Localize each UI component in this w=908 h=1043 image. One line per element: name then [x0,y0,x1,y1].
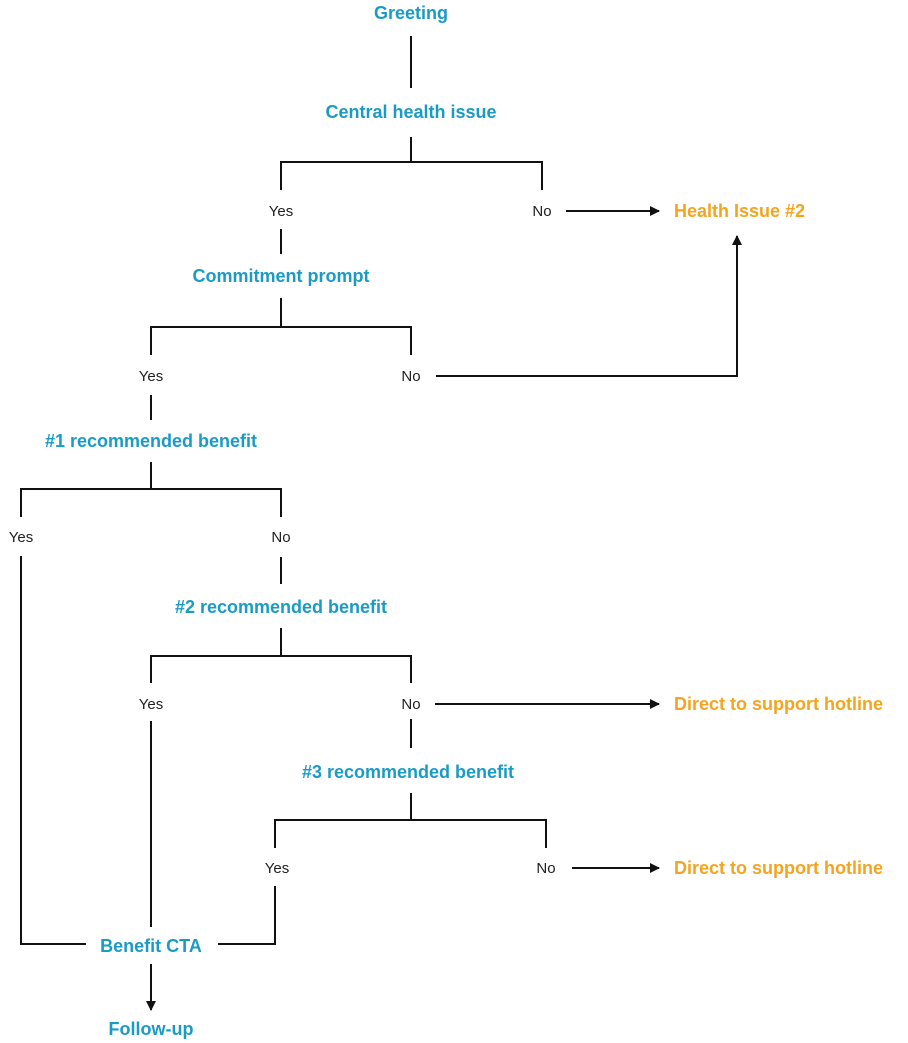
branch-benefit1-no [151,488,282,517]
answer-no: No [401,696,420,713]
branch-commitment-no [281,326,412,355]
branch-central-issue-no [411,161,543,190]
branch-benefit3 [274,793,412,848]
node-follow-up: Follow-up [109,1019,194,1039]
node-benefit-2: #2 recommended benefit [175,597,387,617]
node-benefit-cta: Benefit CTA [100,936,202,956]
answer-yes: Yes [9,529,33,546]
node-central-health-issue: Central health issue [325,102,496,122]
answer-yes: Yes [269,203,293,220]
branch-benefit2 [150,628,282,683]
branch-benefit1 [20,462,152,517]
answer-no: No [532,203,551,220]
node-benefit-1: #1 recommended benefit [45,431,257,451]
answer-yes: Yes [139,368,163,385]
outcome-health-issue-2: Health Issue #2 [674,201,805,221]
outcome-support-hotline-1: Direct to support hotline [674,694,883,714]
branch-benefit2-no [281,655,412,683]
answer-yes: Yes [265,860,289,877]
outcome-nodes: Health Issue #2 Direct to support hotlin… [674,201,883,878]
arrow-no-to-health-issue-2-up [436,235,742,377]
answer-no: No [271,529,290,546]
branch-benefit3-no [411,819,547,848]
outcome-support-hotline-2: Direct to support hotline [674,858,883,878]
branch-commitment [150,298,282,355]
step-nodes: Greeting Central health issue Commitment… [45,3,514,1039]
connector-benefit3-yes-to-cta [218,886,276,945]
connectors [20,36,742,1011]
branch-central-issue [280,137,412,190]
answer-labels: Yes No Yes No Yes No Yes No Yes No [9,203,556,877]
node-benefit-3: #3 recommended benefit [302,762,514,782]
node-greeting: Greeting [374,3,448,23]
answer-yes: Yes [139,696,163,713]
connector-benefit1-yes-to-cta [20,556,86,945]
answer-no: No [536,860,555,877]
answer-no: No [401,368,420,385]
node-commitment-prompt: Commitment prompt [193,266,370,286]
